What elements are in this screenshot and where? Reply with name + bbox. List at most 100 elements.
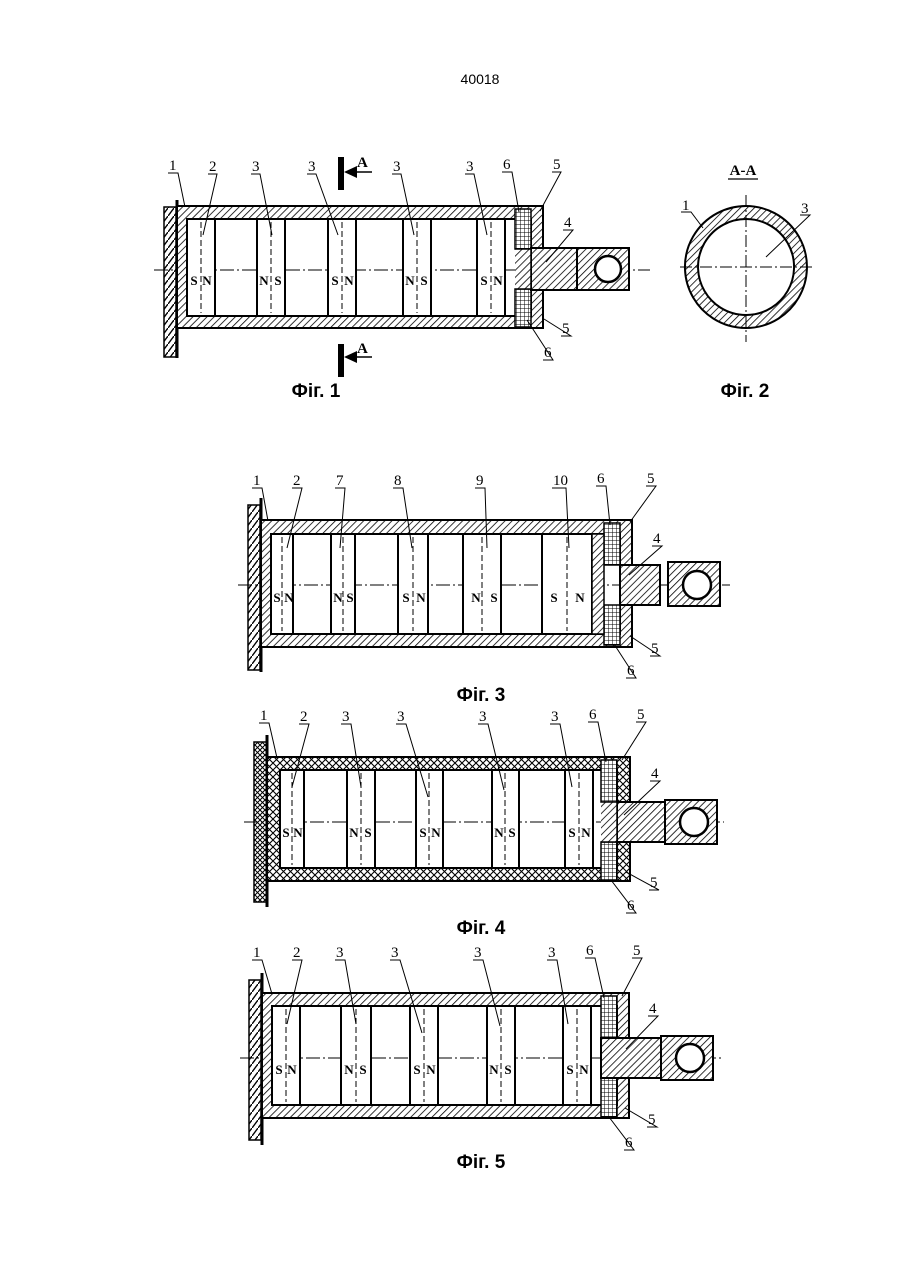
figure-1: S N N S S N N S S N A A: [154, 155, 650, 402]
pole-label: S: [550, 590, 557, 605]
label-5: 5: [647, 471, 655, 487]
pole-label: N: [202, 273, 212, 288]
pole-label: N: [287, 1062, 297, 1077]
pole-label: N: [344, 273, 354, 288]
label-3: 3: [391, 945, 399, 961]
label-1: 1: [260, 708, 268, 724]
figure-2: A-A 1 3 Фіг. 2: [680, 163, 815, 402]
caption-fig-5: Фіг. 5: [457, 1152, 506, 1173]
pole-label: N: [349, 825, 359, 840]
label-1: 1: [682, 198, 690, 214]
pole-label: N: [493, 273, 503, 288]
pole-label: S: [480, 273, 487, 288]
eye-hole: [676, 1044, 704, 1072]
pole-label: S: [413, 1062, 420, 1077]
label-3: 3: [474, 945, 482, 961]
pole-label: S: [402, 590, 409, 605]
pole-label: S: [275, 1062, 282, 1077]
label-5: 5: [562, 321, 570, 337]
label-2: 2: [209, 159, 217, 175]
pole-label: S: [346, 590, 353, 605]
pole-label: S: [490, 590, 497, 605]
label-3: 3: [466, 159, 474, 175]
section-title: A-A: [730, 163, 757, 179]
caption-fig-1: Фіг. 1: [292, 381, 341, 402]
bearing-top: [604, 523, 620, 565]
pole-label: N: [581, 825, 591, 840]
label-3: 3: [252, 159, 260, 175]
rod: [617, 802, 665, 842]
page-number: 40018: [461, 71, 500, 87]
bearing-bottom: [515, 289, 531, 327]
pole-label: S: [508, 825, 515, 840]
label-5: 5: [651, 641, 659, 657]
section-letter: A: [357, 341, 368, 357]
label-4: 4: [653, 531, 661, 547]
section-marker-bottom: [338, 344, 344, 377]
label-1: 1: [169, 158, 177, 174]
bearing-bottom: [604, 605, 620, 645]
section-marker-top: [338, 157, 344, 190]
label-2: 2: [300, 709, 308, 725]
label-4: 4: [651, 766, 659, 782]
pole-label: N: [333, 590, 343, 605]
label-3: 3: [551, 709, 559, 725]
label-3: 3: [393, 159, 401, 175]
bearing-bottom: [601, 842, 617, 880]
wall-mount: [248, 505, 260, 670]
rod-base: [592, 534, 604, 634]
caption-fig-3: Фіг. 3: [457, 685, 506, 706]
label-1: 1: [253, 473, 261, 489]
pole-label: N: [416, 590, 426, 605]
label-6: 6: [625, 1135, 633, 1151]
pole-label: N: [344, 1062, 354, 1077]
label-3: 3: [548, 945, 556, 961]
label-7: 7: [336, 473, 344, 489]
pole-label: N: [293, 825, 303, 840]
label-9: 9: [476, 473, 484, 489]
pole-label: S: [420, 273, 427, 288]
label-5: 5: [553, 157, 561, 173]
pole-label: S: [364, 825, 371, 840]
pole-label: N: [426, 1062, 436, 1077]
wall-mount: [249, 980, 261, 1140]
pole-label: N: [489, 1062, 499, 1077]
label-6: 6: [627, 663, 635, 679]
eye-hole: [680, 808, 708, 836]
pole-label: S: [274, 273, 281, 288]
rod: [531, 248, 577, 290]
label-8: 8: [394, 473, 402, 489]
pole-label: S: [568, 825, 575, 840]
bearing-bottom: [601, 1078, 617, 1117]
label-4: 4: [649, 1001, 657, 1017]
label-5: 5: [633, 943, 641, 959]
rod-base: [601, 802, 617, 842]
bearing-top: [515, 209, 531, 249]
pole-label: N: [494, 825, 504, 840]
pole-label: S: [190, 273, 197, 288]
label-5: 5: [648, 1112, 656, 1128]
figure-4: S N N S S N N S S N 1 2 3 3: [244, 707, 724, 939]
label-2: 2: [293, 945, 301, 961]
rod: [620, 565, 660, 605]
pole-label: S: [331, 273, 338, 288]
label-3: 3: [479, 709, 487, 725]
bearing-top: [601, 760, 617, 802]
label-6: 6: [627, 898, 635, 914]
label-3: 3: [308, 159, 316, 175]
pole-label: N: [575, 590, 585, 605]
pole-label: S: [359, 1062, 366, 1077]
label-6: 6: [586, 943, 594, 959]
pole-label: N: [431, 825, 441, 840]
figure-5: S N N S S N N S S N 1 2 3 3 3: [240, 943, 722, 1173]
pole-label: S: [419, 825, 426, 840]
label-6: 6: [544, 345, 552, 361]
pole-label: N: [405, 273, 415, 288]
wall-mount: [164, 207, 176, 357]
eye-hole: [683, 571, 711, 599]
caption-fig-4: Фіг. 4: [457, 918, 506, 939]
pole-label: N: [579, 1062, 589, 1077]
label-3: 3: [801, 201, 809, 217]
label-5: 5: [650, 875, 658, 891]
